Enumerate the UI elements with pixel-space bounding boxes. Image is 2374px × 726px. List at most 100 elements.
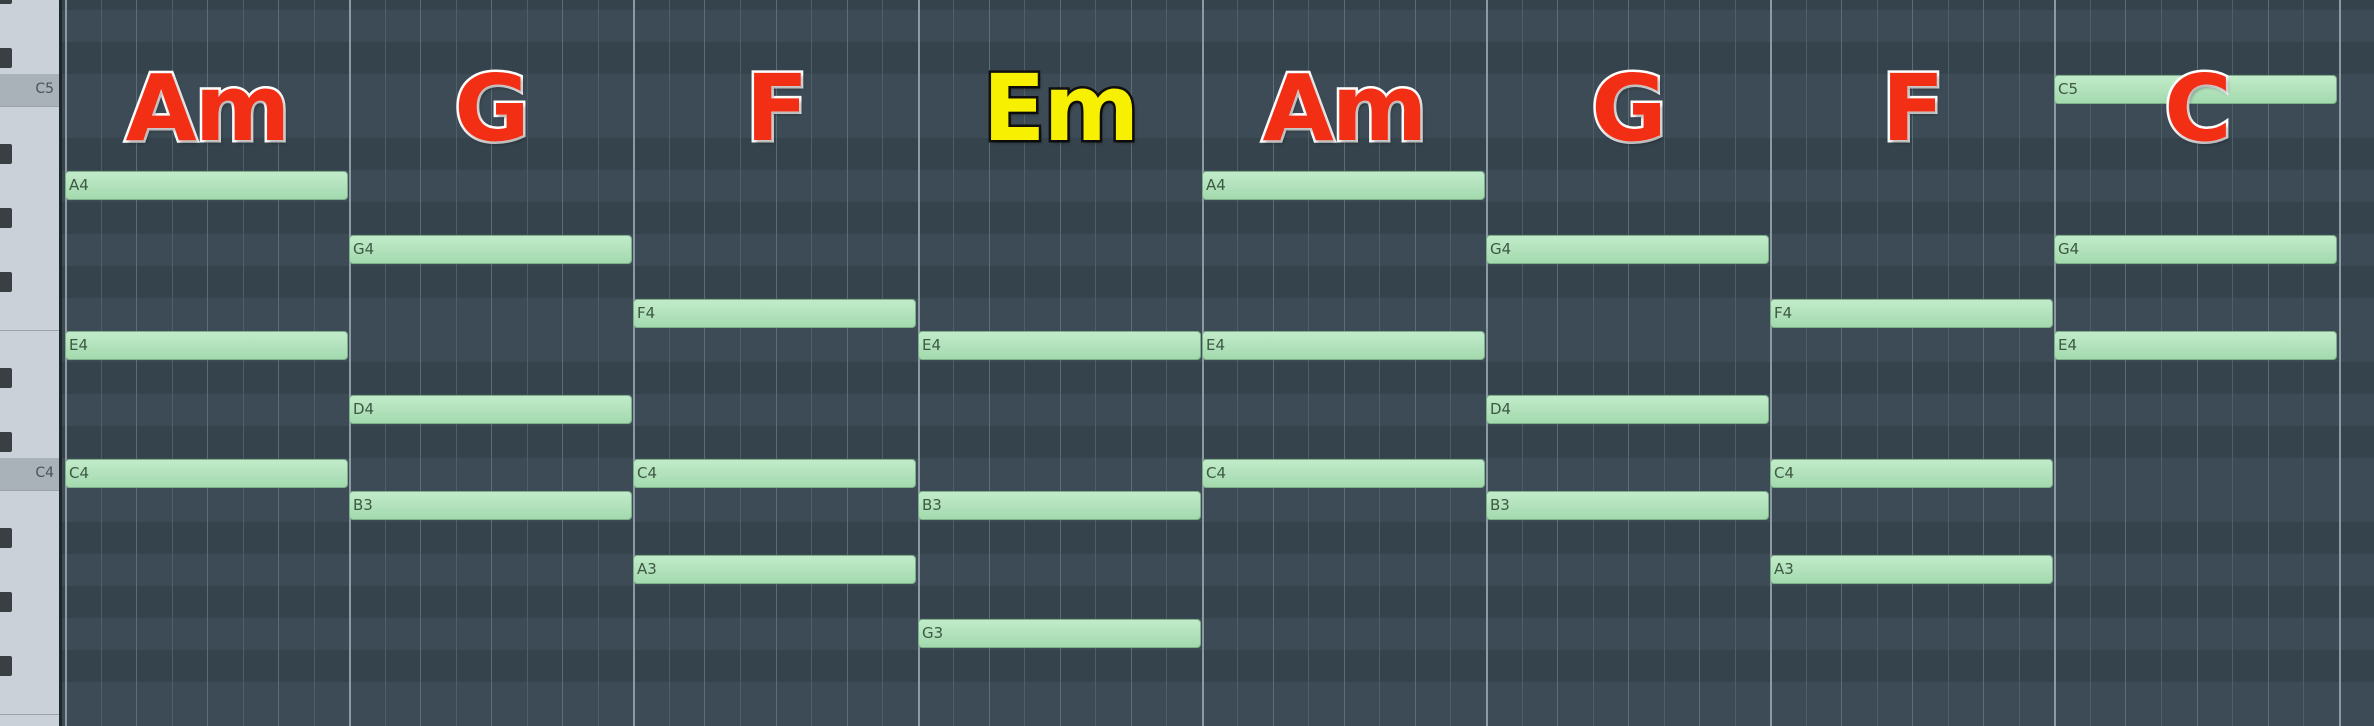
white-key-divider [0, 330, 59, 331]
step-line [1095, 0, 1096, 726]
step-line [1024, 0, 1025, 726]
note-c5[interactable]: C5 [2054, 75, 2337, 104]
note-label: A3 [1774, 560, 1794, 578]
note-label: E4 [2058, 336, 2078, 354]
black-key[interactable] [0, 48, 12, 68]
grid-row [62, 426, 2374, 458]
black-key[interactable] [0, 368, 12, 388]
bar-line [65, 0, 67, 726]
key-c5[interactable] [0, 74, 59, 106]
grid-row [62, 266, 2374, 298]
note-label: A3 [637, 560, 657, 578]
note-b3[interactable]: B3 [349, 491, 632, 520]
step-line [491, 0, 492, 726]
white-key-divider [0, 714, 59, 715]
chord-label-am: Am [1260, 53, 1430, 165]
step-line [953, 0, 954, 726]
step-line [1166, 0, 1167, 726]
step-line [1308, 0, 1309, 726]
black-key[interactable] [0, 144, 12, 164]
step-line [456, 0, 457, 726]
note-a4[interactable]: A4 [1202, 171, 1485, 200]
step-line [2125, 0, 2126, 726]
step-line [811, 0, 812, 726]
step-line [1593, 0, 1594, 726]
note-label: A4 [1206, 176, 1226, 194]
key-c4[interactable] [0, 458, 59, 490]
note-label: G3 [922, 624, 944, 642]
grid-row [62, 586, 2374, 618]
step-line [207, 0, 208, 726]
step-line [172, 0, 173, 726]
piano-keyboard[interactable]: C5 C4 [0, 0, 62, 726]
grid-row [62, 618, 2374, 650]
black-key[interactable] [0, 0, 12, 4]
grid-row [62, 522, 2374, 554]
note-label: C4 [1774, 464, 1795, 482]
step-line [669, 0, 670, 726]
note-f4[interactable]: F4 [633, 299, 916, 328]
step-line [101, 0, 102, 726]
step-line [776, 0, 777, 726]
note-g4[interactable]: G4 [349, 235, 632, 264]
white-key-divider [0, 490, 59, 491]
note-c4[interactable]: C4 [65, 459, 348, 488]
step-line [1912, 0, 1913, 726]
note-g3[interactable]: G3 [918, 619, 1201, 648]
chord-label-f: F [743, 53, 811, 165]
step-line [243, 0, 244, 726]
note-d4[interactable]: D4 [349, 395, 632, 424]
note-label: D4 [353, 400, 375, 418]
note-label: B3 [1490, 496, 1510, 514]
grid-row [62, 138, 2374, 170]
black-key[interactable] [0, 528, 12, 548]
step-line [598, 0, 599, 726]
bar-line [918, 0, 920, 726]
note-b3[interactable]: B3 [1486, 491, 1769, 520]
note-c4[interactable]: C4 [1770, 459, 2053, 488]
black-key[interactable] [0, 272, 12, 292]
note-a4[interactable]: A4 [65, 171, 348, 200]
bar-line [1202, 0, 1204, 726]
note-label: E4 [69, 336, 89, 354]
note-g4[interactable]: G4 [1486, 235, 1769, 264]
note-e4[interactable]: E4 [2054, 331, 2337, 360]
black-key[interactable] [0, 592, 12, 612]
note-label: F4 [637, 304, 656, 322]
note-e4[interactable]: E4 [65, 331, 348, 360]
step-line [2232, 0, 2233, 726]
note-c4[interactable]: C4 [633, 459, 916, 488]
black-key[interactable] [0, 432, 12, 452]
note-e4[interactable]: E4 [918, 331, 1201, 360]
grid-row [62, 650, 2374, 682]
note-c4[interactable]: C4 [1202, 459, 1485, 488]
note-g4[interactable]: G4 [2054, 235, 2337, 264]
step-line [1557, 0, 1558, 726]
step-line [1344, 0, 1345, 726]
step-line [1983, 0, 1984, 726]
chord-label-c: C [2162, 53, 2235, 165]
bar-line [349, 0, 351, 726]
note-label: C4 [69, 464, 90, 482]
bar-line [1486, 0, 1488, 726]
step-line [2268, 0, 2269, 726]
black-key[interactable] [0, 656, 12, 676]
note-f4[interactable]: F4 [1770, 299, 2053, 328]
note-a3[interactable]: A3 [1770, 555, 2053, 584]
chord-label-g: G [452, 53, 533, 165]
step-line [989, 0, 990, 726]
note-d4[interactable]: D4 [1486, 395, 1769, 424]
note-b3[interactable]: B3 [918, 491, 1201, 520]
chord-label-am: Am [123, 53, 293, 165]
white-key-divider [0, 106, 59, 107]
step-line [1060, 0, 1061, 726]
note-a3[interactable]: A3 [633, 555, 916, 584]
note-label: A4 [69, 176, 89, 194]
note-e4[interactable]: E4 [1202, 331, 1485, 360]
black-key[interactable] [0, 208, 12, 228]
step-line [2161, 0, 2162, 726]
bar-line [1770, 0, 1772, 726]
step-line [562, 0, 563, 726]
